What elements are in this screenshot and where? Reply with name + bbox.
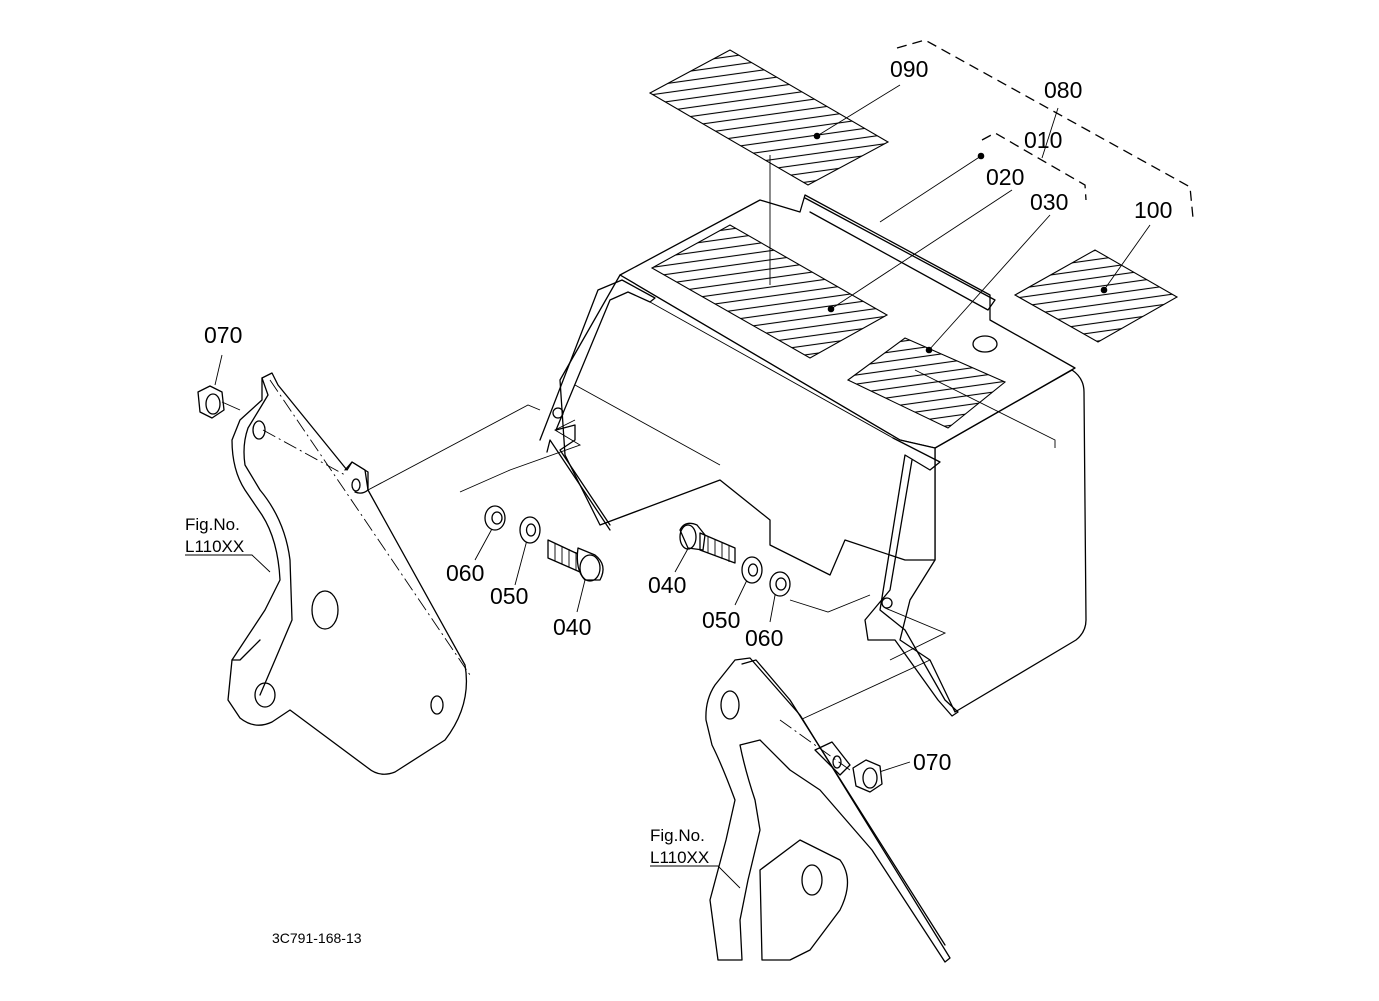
label-070-left: 070 (204, 322, 242, 348)
label-040-right: 040 (648, 572, 686, 598)
label-070-right: 070 (913, 749, 951, 775)
label-100: 100 (1134, 197, 1172, 223)
right-frame-bracket (705, 657, 951, 963)
figref-right-line2: L110XX (650, 848, 709, 867)
decal-020 (650, 224, 889, 359)
fasteners-left (484, 505, 604, 582)
fasteners-right (679, 522, 791, 597)
nut-070-right (852, 759, 883, 793)
label-020: 020 (986, 164, 1024, 190)
decal-100 (1013, 249, 1179, 343)
label-060-right: 060 (745, 625, 783, 651)
decal-090 (648, 49, 890, 186)
figref-left-line1: Fig.No. (185, 515, 240, 534)
label-050-right: 050 (702, 607, 740, 633)
label-080: 080 (1044, 77, 1082, 103)
drawing-code: 3C791-168-13 (272, 930, 362, 946)
leader-lines (214, 84, 1151, 776)
left-frame-bracket (227, 372, 471, 775)
label-030: 030 (1030, 189, 1068, 215)
label-010: 010 (1024, 127, 1062, 153)
figref-left-line2: L110XX (185, 537, 244, 556)
figref-right-line1: Fig.No. (650, 826, 705, 845)
label-090: 090 (890, 56, 928, 82)
label-060-left: 060 (446, 560, 484, 586)
label-050-left: 050 (490, 583, 528, 609)
nut-070-left (197, 385, 241, 419)
label-040-left: 040 (553, 614, 591, 640)
